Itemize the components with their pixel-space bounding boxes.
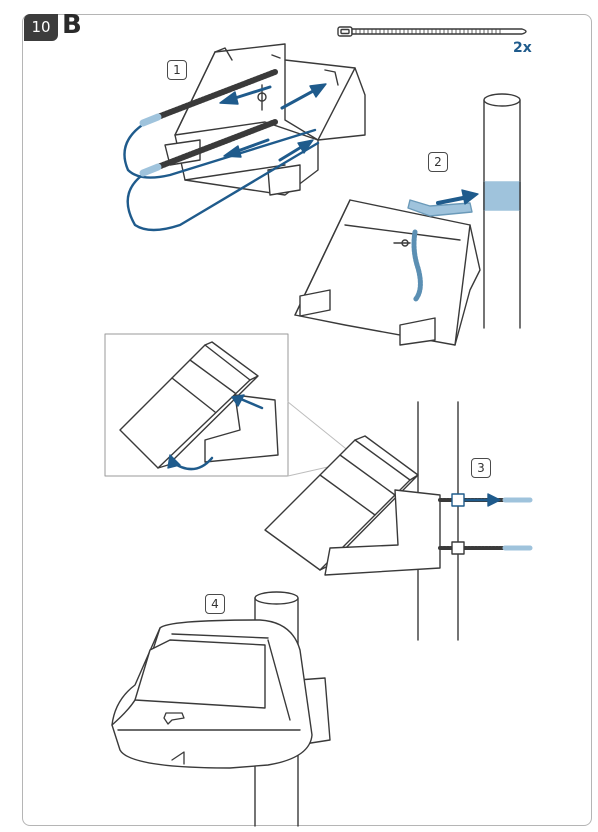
cable-tie-quantity: 2x (513, 40, 532, 56)
page-frame (22, 14, 592, 826)
device-tilted-step-3 (264, 435, 533, 576)
cable-ties-threaded (123, 69, 320, 232)
pole-step-2 (483, 93, 521, 329)
cable-tie-icon (337, 26, 527, 37)
phone-icon (163, 712, 185, 725)
bracket-step-1 (164, 43, 366, 196)
step-number-1: 1 (167, 60, 187, 80)
device-mounted-step-4 (111, 619, 331, 769)
figure-number-badge: 10 (24, 14, 58, 41)
step-number-4: 4 (205, 594, 225, 614)
detail-inset (104, 333, 351, 477)
device-latch (171, 751, 185, 765)
arrow-icon (219, 83, 327, 162)
bracket-step-2 (294, 189, 481, 346)
section-letter: B (62, 10, 82, 40)
step-number-2: 2 (428, 152, 448, 172)
step-number-3: 3 (471, 458, 491, 478)
